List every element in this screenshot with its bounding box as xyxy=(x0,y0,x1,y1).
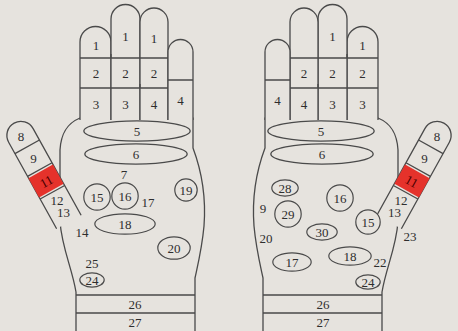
zone-number: 2 xyxy=(93,67,100,80)
reflex-zone-oval: 30 xyxy=(306,223,338,241)
zone-number: 1 xyxy=(151,32,158,45)
zone-number: 29 xyxy=(282,208,295,221)
zone-number: 3 xyxy=(359,98,366,111)
reflex-zone-oval: 17 xyxy=(272,252,312,272)
zone-ellipse xyxy=(329,247,371,265)
zone-ellipse xyxy=(268,121,374,141)
zone-number: 27 xyxy=(129,316,142,329)
zone-number: 13 xyxy=(57,206,70,219)
zone-number: 12 xyxy=(51,194,64,207)
zone-number: 3 xyxy=(93,98,100,111)
zone-ellipse xyxy=(158,237,190,259)
reflex-zone-oval: 15 xyxy=(355,209,381,235)
zone-ellipse xyxy=(307,224,337,240)
zone-number: 4 xyxy=(274,94,281,107)
zone-number: 27 xyxy=(317,316,330,329)
reflex-zone-oval: 24 xyxy=(355,274,381,290)
zone-ellipse xyxy=(356,210,380,234)
reflex-zone-oval: 19 xyxy=(174,178,198,202)
zone-number: 23 xyxy=(404,230,417,243)
zone-number: 2 xyxy=(359,67,366,80)
zone-number: 13 xyxy=(388,206,401,219)
zone-number: 28 xyxy=(279,182,292,195)
zone-number: 30 xyxy=(316,226,329,239)
reflex-zone-oval: 5 xyxy=(83,120,191,142)
zone-number: 26 xyxy=(129,298,142,311)
zone-number: 18 xyxy=(344,250,357,263)
zone-number: 2 xyxy=(329,67,336,80)
zone-ellipse xyxy=(80,273,104,287)
reflex-zone-oval: 6 xyxy=(84,143,188,165)
reflex-zone-oval: 16 xyxy=(326,184,354,212)
zone-number: 20 xyxy=(168,242,181,255)
zone-ellipse xyxy=(271,144,373,164)
zone-number: 5 xyxy=(318,125,325,138)
zone-number: 16 xyxy=(334,192,347,205)
zone-ellipse xyxy=(272,180,298,196)
zone-number: 2 xyxy=(151,67,158,80)
right-hand xyxy=(253,5,456,331)
zone-ellipse xyxy=(95,214,155,234)
reflex-zone-oval: 16 xyxy=(111,182,139,210)
zone-number: 11 xyxy=(37,172,54,189)
zone-ellipse xyxy=(356,275,380,289)
reflex-zone-oval: 18 xyxy=(94,213,156,235)
zone-number: 24 xyxy=(362,276,375,289)
reflex-zone-oval: 29 xyxy=(274,200,302,228)
zone-number: 16 xyxy=(119,190,132,203)
zone-number: 9 xyxy=(30,152,37,165)
zone-number: 18 xyxy=(119,218,132,231)
zone-number: 4 xyxy=(177,94,184,107)
reflex-zone-oval: 20 xyxy=(157,236,191,260)
zone-number: 25 xyxy=(86,257,99,270)
zone-number: 4 xyxy=(301,98,308,111)
zone-number: 9 xyxy=(421,152,428,165)
zone-number: 1 xyxy=(93,39,100,52)
zone-number: 3 xyxy=(329,98,336,111)
zone-number: 1 xyxy=(122,30,129,43)
zone-number: 17 xyxy=(286,256,299,269)
zone-number: 26 xyxy=(317,298,330,311)
zone-number: 12 xyxy=(395,194,408,207)
zone-number: 2 xyxy=(301,67,308,80)
zone-ellipse xyxy=(275,201,301,227)
zone-number: 20 xyxy=(260,232,273,245)
zone-number: 3 xyxy=(122,98,129,111)
reflex-zone-oval: 5 xyxy=(267,120,375,142)
zone-number: 15 xyxy=(91,191,104,204)
left-hand xyxy=(2,5,205,331)
zone-number: 6 xyxy=(133,148,140,161)
reflex-zone-oval: 24 xyxy=(79,272,105,288)
reflex-zone-oval: 6 xyxy=(270,143,374,165)
zone-number: 24 xyxy=(86,274,99,287)
zone-number: 15 xyxy=(362,216,375,229)
zone-number: 7 xyxy=(121,168,128,181)
zone-number: 5 xyxy=(134,125,141,138)
zone-number: 4 xyxy=(151,98,158,111)
zone-number: 11 xyxy=(403,172,420,189)
reflex-zone-oval: 15 xyxy=(83,183,111,211)
zone-ellipse xyxy=(273,253,311,271)
zone-number: 19 xyxy=(180,184,193,197)
zone-ellipse xyxy=(327,185,353,211)
zone-number: 6 xyxy=(319,148,326,161)
zone-number: 8 xyxy=(18,130,25,143)
zone-number: 2 xyxy=(122,67,129,80)
zone-ellipse xyxy=(85,144,187,164)
zone-ellipse xyxy=(84,121,190,141)
reflex-zone-oval: 28 xyxy=(271,179,299,197)
zone-number: 14 xyxy=(76,226,89,239)
zone-number: 17 xyxy=(142,196,155,209)
zone-number: 22 xyxy=(374,256,387,269)
zone-number: 8 xyxy=(434,130,441,143)
reflex-zone-oval: 18 xyxy=(328,246,372,266)
zone-ellipse xyxy=(112,183,138,209)
zone-ellipse xyxy=(84,184,110,210)
zone-number: 1 xyxy=(329,30,336,43)
zone-ellipse xyxy=(175,179,197,201)
zone-number: 9 xyxy=(260,202,267,215)
zone-number: 1 xyxy=(359,39,366,52)
